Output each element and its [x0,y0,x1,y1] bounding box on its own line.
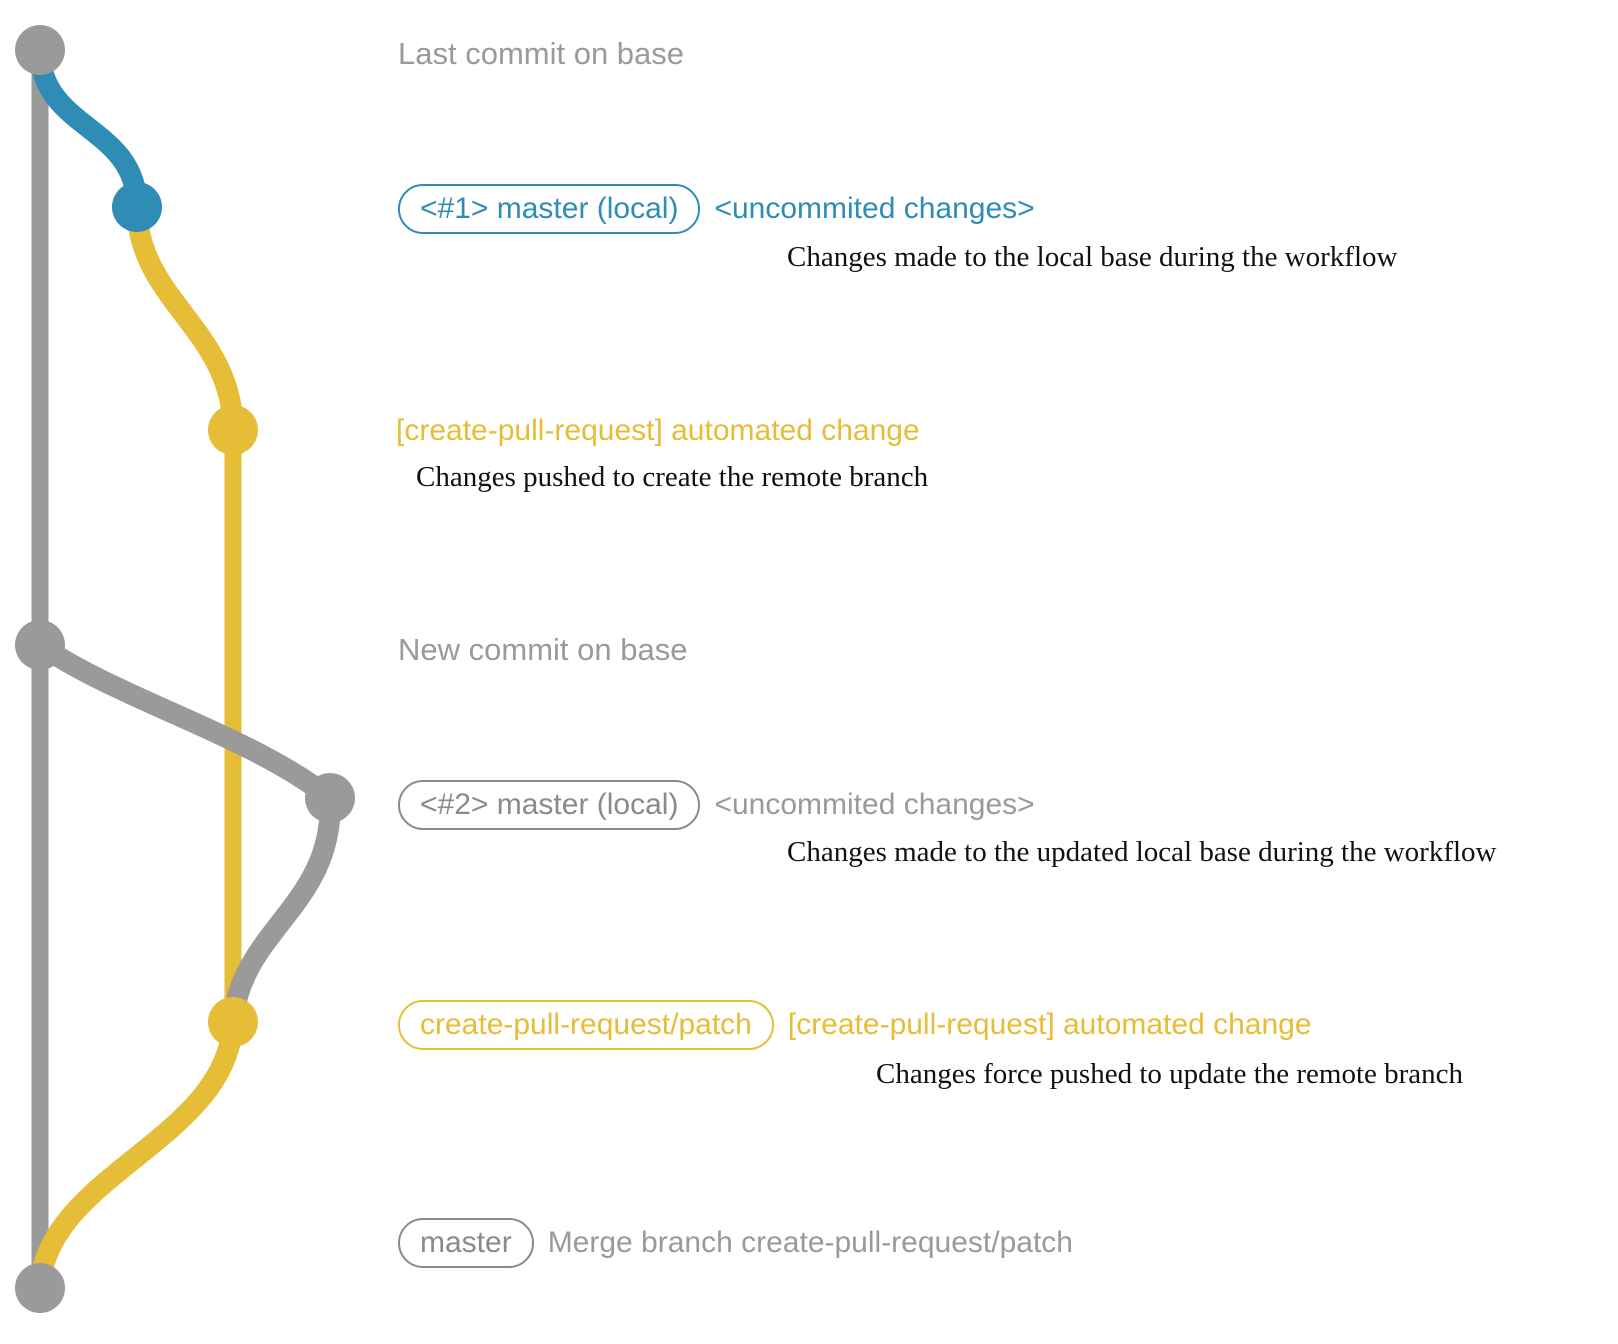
note-local-2: Changes made to the updated local base d… [787,836,1497,868]
row-local-2: <#2> master (local) <uncommited changes> [398,780,1035,830]
commit-message-local-1: <uncommited changes> [714,192,1035,225]
branch-pill-remote-2[interactable]: create-pull-request/patch [398,1000,774,1050]
note-remote-2: Changes force pushed to update the remot… [876,1058,1464,1090]
edge-local1-to-remote1 [126,196,244,441]
node-remote-2[interactable] [208,997,258,1047]
heading-last-commit-on-base: Last commit on base [398,36,685,71]
row-master: master Merge branch create-pull-request/… [398,1218,1073,1268]
commit-message-master: Merge branch create-pull-request/patch [547,1226,1073,1259]
note-remote-1: Changes pushed to create the remote bran… [416,461,929,493]
commit-message-local-2: <uncommited changes> [714,788,1035,821]
edge-local2-to-remote2 [222,787,341,1033]
node-remote-1[interactable] [208,405,258,455]
row-remote-2: create-pull-request/patch [create-pull-r… [398,1000,1312,1050]
branch-pill-local-1[interactable]: <#1> master (local) [398,184,701,234]
note-local-1: Changes made to the local base during th… [787,241,1398,273]
node-base-new[interactable] [15,620,65,670]
edge-remote2-to-master [29,1011,244,1299]
node-master-merge[interactable] [15,1263,65,1313]
node-base-top[interactable] [15,25,65,75]
heading-new-commit-on-base: New commit on base [398,632,688,667]
edge-base-to-local1 [29,39,148,218]
row-local-1: <#1> master (local) <uncommited changes> [398,184,1035,234]
branch-pill-master[interactable]: master [398,1218,534,1268]
edge-basenew-to-local2 [29,634,341,809]
commit-message-remote-2: [create-pull-request] automated change [787,1008,1312,1041]
row-remote-1: [create-pull-request] automated change [396,406,920,456]
node-local-2[interactable] [305,773,355,823]
branch-pill-local-2[interactable]: <#2> master (local) [398,780,701,830]
node-local-1[interactable] [112,182,162,232]
commit-message-remote-1: [create-pull-request] automated change [396,414,920,447]
